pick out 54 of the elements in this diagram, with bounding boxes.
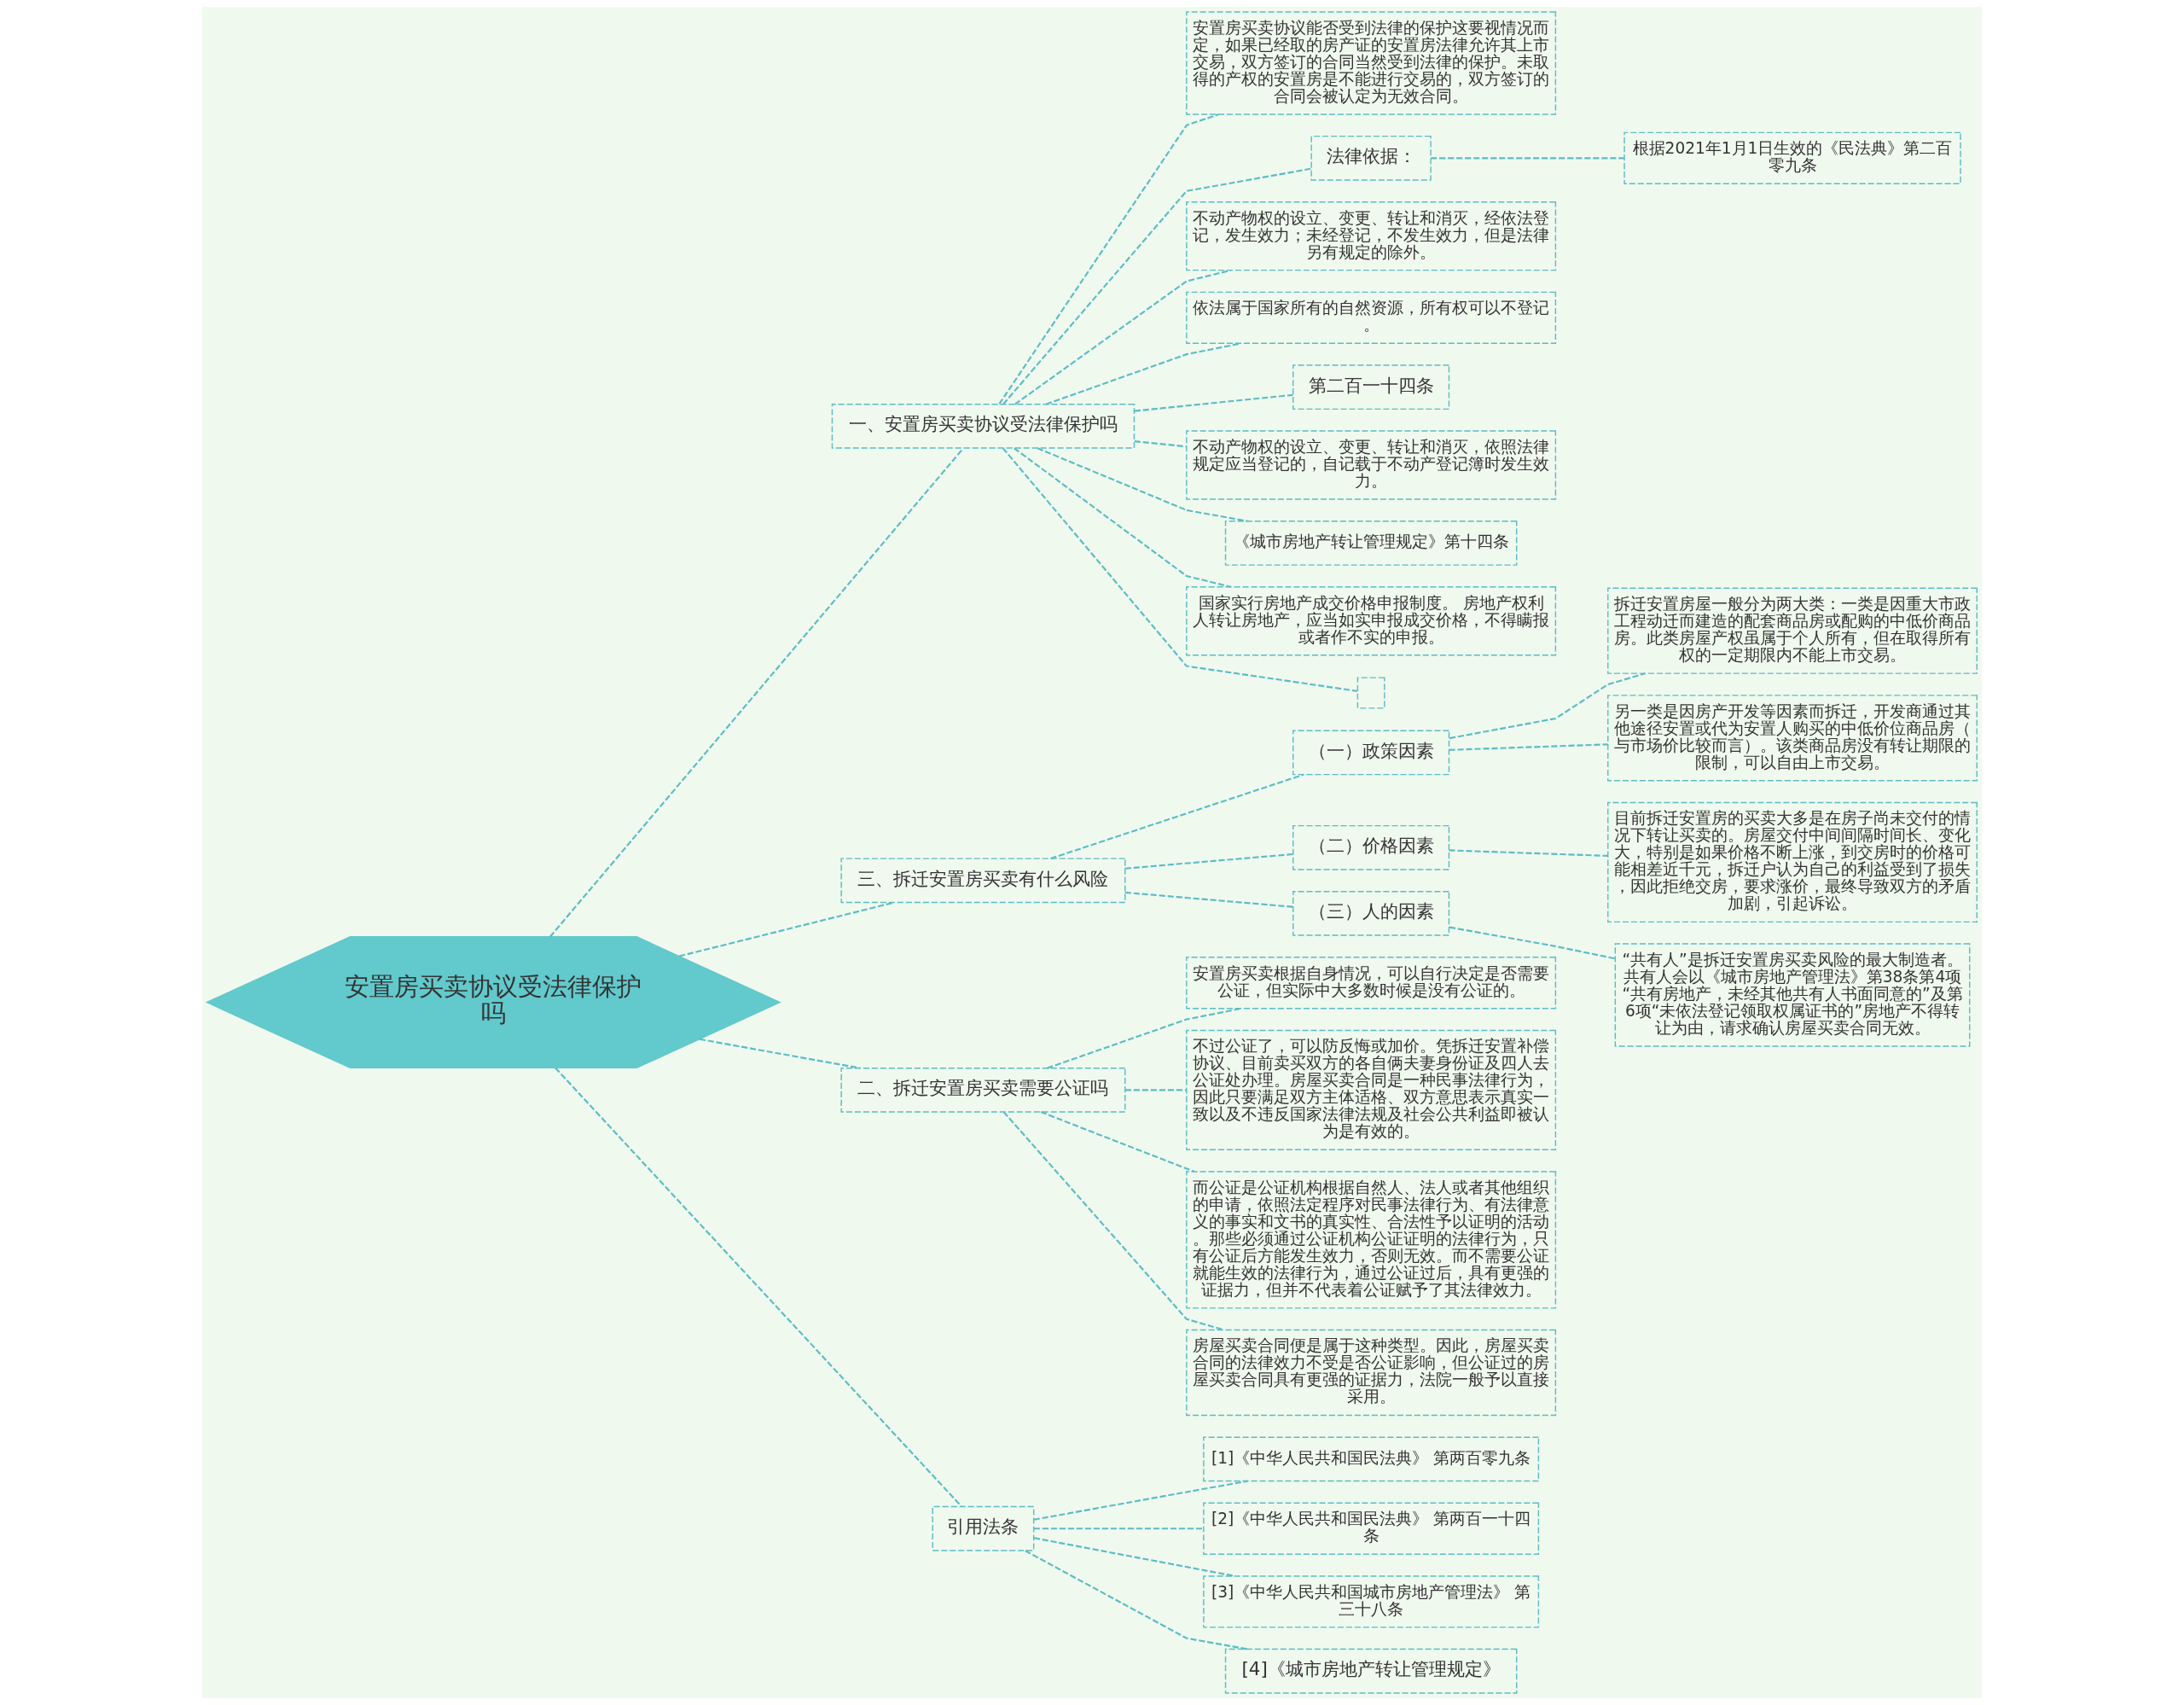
- node-box: [2]《中华人民共和国民法典》 第两百一十四条: [1203, 1502, 1540, 1555]
- node-box: “共有人”是拆迁安置房买卖风险的最大制造者。共有人会以《城市房地产管理法》第38条第4项“共有房地产，未经其他共有人书面同意的”及第6项“未依法登记领取权属证书的”房地产不得转让为由，请求确认房屋买卖合同无效。: [1614, 943, 1971, 1047]
- connector: [1045, 342, 1241, 405]
- node-box: 根据2021年1月1日生效的《民法典》第二百零九条: [1623, 131, 1961, 184]
- node-box: [1356, 677, 1385, 709]
- connector: [1033, 1480, 1248, 1521]
- node-box: [4]《城市房地产转让管理规定》: [1224, 1648, 1518, 1694]
- connector: [1040, 1111, 1195, 1173]
- node-box: 依法属于国家所有的自然资源，所有权可以不登记。: [1186, 291, 1557, 345]
- connector: [549, 448, 964, 938]
- connector: [1431, 157, 1624, 160]
- node-box: 引用法条: [932, 1505, 1035, 1551]
- node-box: 另一类是因房产开发等因素而拆迁，开发商通过其他途径安置或代为安置人购买的中低价位商品房（与市场价比较而言）。该类商品房没有转让期限的限制，可以自由上市交易。: [1607, 695, 1978, 782]
- connector: [1449, 926, 1616, 960]
- node-box: （二）价格因素: [1292, 824, 1450, 870]
- node-box: 房屋买卖合同便是属于这种类型。因此，房屋买卖合同的法律效力不受是否公证影响，但公证过的房屋买卖合同具有更强的证据力，法院一般予以直接采用。: [1186, 1329, 1557, 1417]
- node-box: 安置房买卖根据自身情况，可以自行决定是否需要公证，但实际中大多数时候是没有公证的。: [1186, 957, 1557, 1010]
- connector: [1050, 773, 1304, 860]
- node-box: 二、拆迁安置房买卖需要公证吗: [840, 1067, 1126, 1113]
- node-box: 不过公证了，可以防反悔或加价。凭拆迁安置补偿协议、目前卖买双方的各自俩夫妻身份证及四人去公证处办理。房屋买卖合同是一种民事法律行为，因此只要满足双方主体适格、双方意思表示真实一致以及不违反国家法律法规及社会公共利益即被认为是有效的。: [1186, 1029, 1557, 1151]
- node-box: 不动产物权的设立、变更、转让和消灭，经依法登记，发生效力；未经登记，不发生效力，但是法律另有规定的除外。: [1186, 201, 1557, 271]
- node-box: 第二百一十四条: [1292, 364, 1450, 410]
- connector: [1134, 440, 1187, 448]
- connector: [1034, 1528, 1204, 1530]
- node-box: 国家实行房地产成交价格申报制度。 房地产权利人转让房地产，应当如实申报成交价格，不得瞒报或者作不实的申报。: [1186, 586, 1557, 656]
- node-box: [3]《中华人民共和国城市房地产管理法》 第三十八条: [1203, 1575, 1540, 1628]
- connector: [555, 1067, 962, 1508]
- node-box: [1]《中华人民共和国民法典》 第两百零九条: [1203, 1436, 1540, 1482]
- node-box: 目前拆迁安置房的买卖大多是在房子尚未交付的情况下转让买卖的。房屋交付中间间隔时间长、变化大，特别是如果价格不断上涨，到交房时的价格可能相差近千元，拆迁户认为自己的利益受到了损失，因此拒绝交房，要求涨价，最终导致双方的矛盾加剧，引起诉讼。: [1607, 801, 1978, 923]
- node-box: 三、拆迁安置房买卖有什么风险: [840, 858, 1126, 904]
- connector: [1014, 447, 1232, 588]
- node-box: 而公证是公证机构根据自然人、法人或者其他组织的申请，依照法定程序对民事法律行为、有法律意义的事实和文书的真实性、合法性予以证明的活动。那些必须通过公证机构公证证明的法律行为，只有公证后方能发生效力，否则无效。而不需要公证就能生效的法律行为，通过公证过后，具有更强的证据力，但并不代表着公证赋予了其法律效力。: [1186, 1171, 1557, 1309]
- connector: [1134, 393, 1293, 412]
- node-box: （三）人的因素: [1292, 890, 1450, 936]
- connector: [1449, 743, 1608, 751]
- connector: [1002, 447, 1358, 692]
- connector: [1025, 1550, 1248, 1650]
- node-box: 《城市房地产转让管理规定》第十四条: [1224, 521, 1518, 566]
- node-box: 安置房买卖协议能否受到法律的保护这要视情况而定，如果已经取的房产证的安置房法律允许其上市交易，双方签订的合同当然受到法律的保护。未取得的产权的安置房是不能进行交易的，双方签订的合同会被认定为无效合同。: [1186, 11, 1557, 115]
- node-box: （一）政策因素: [1292, 730, 1450, 776]
- connector: [699, 1038, 861, 1069]
- connector: [998, 113, 1219, 405]
- connector: [1047, 1007, 1241, 1069]
- node-box: 拆迁安置房屋一般分为两大类：一类是因重大市政工程动迁而建造的配套商品房或配购的中低价商品房。此类房屋产权虽属于个人所有，但在取得所有权的一定期限内不能上市交易。: [1607, 587, 1978, 674]
- connector: [1037, 447, 1248, 522]
- connector: [1002, 167, 1312, 405]
- connector: [678, 901, 895, 957]
- node-box: 一、安置房买卖协议受法律保护吗: [831, 403, 1136, 449]
- node-box: 不动产物权的设立、变更、转让和消灭，依照法律规定应当登记的，自记载于不动产登记簿时发生效力。: [1186, 430, 1557, 500]
- node-box: 法律依据：: [1310, 135, 1432, 181]
- connector: [1124, 1089, 1187, 1091]
- connector: [1124, 891, 1293, 908]
- connector: [1449, 849, 1608, 857]
- connector: [1124, 852, 1293, 870]
